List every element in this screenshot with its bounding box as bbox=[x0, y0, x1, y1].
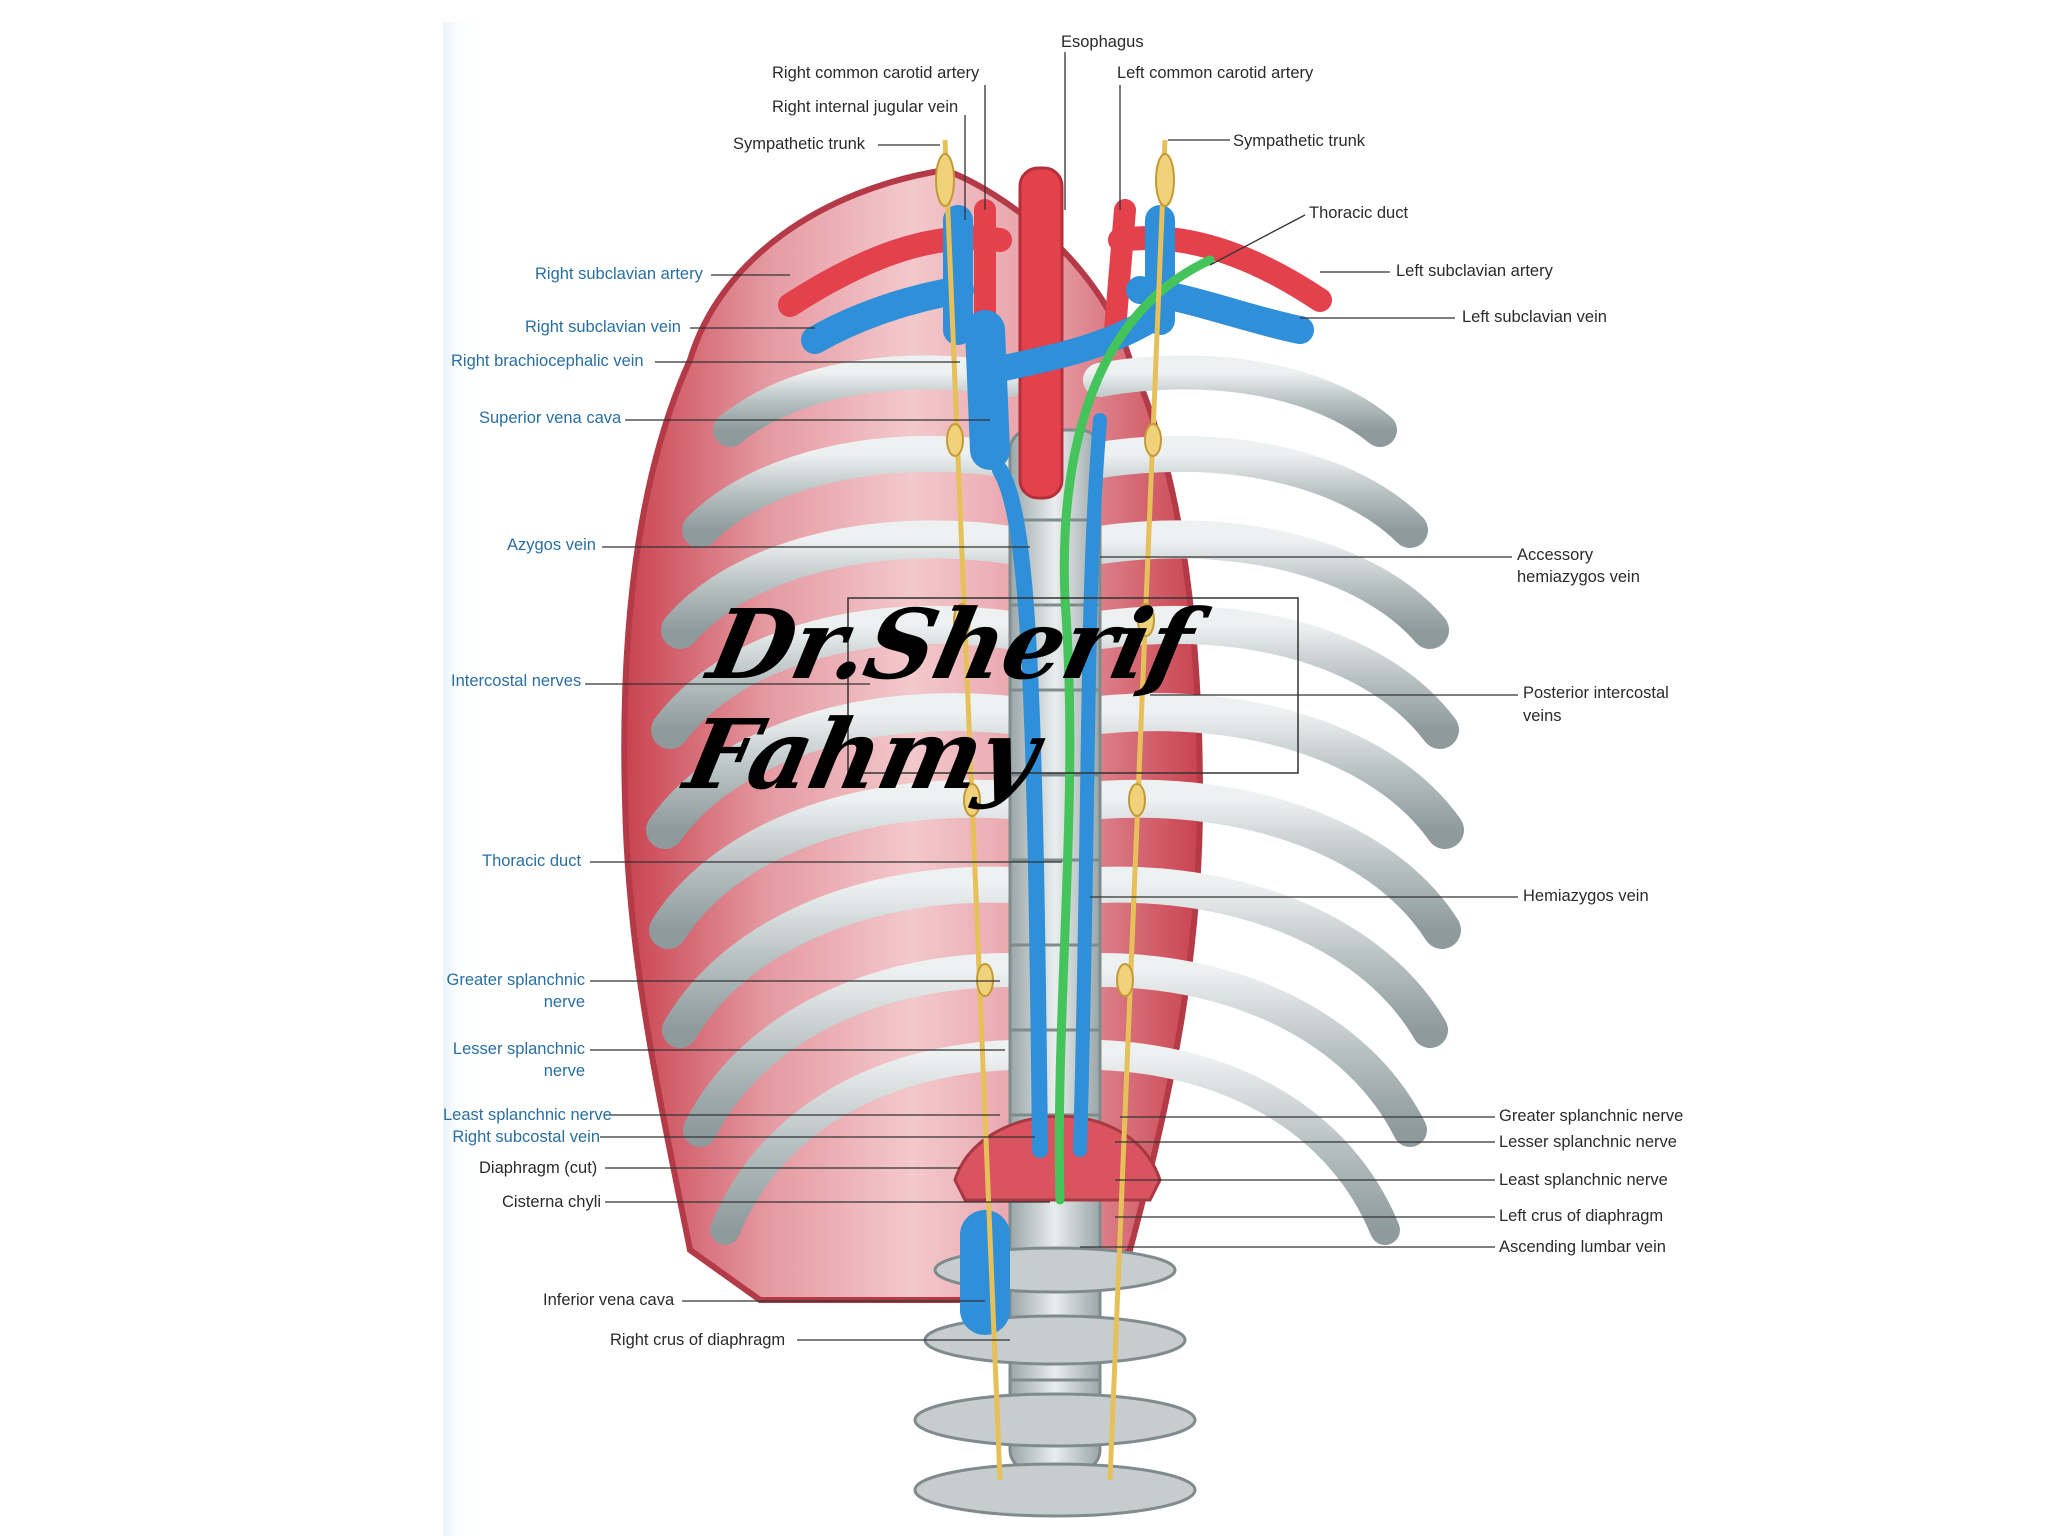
label-sympathetic-trunk-left: Sympathetic trunk bbox=[1233, 132, 1366, 150]
label-right-common-carotid-artery: Right common carotid artery bbox=[772, 64, 980, 82]
right-ribs bbox=[1081, 355, 1464, 1245]
label-left-common-carotid-artery: Left common carotid artery bbox=[1117, 64, 1314, 82]
label-right-subclavian-artery: Right subclavian artery bbox=[535, 265, 703, 283]
right-subclavian-artery-shape bbox=[778, 226, 1012, 317]
label-cisterna-chyli: Cisterna chyli bbox=[502, 1193, 602, 1211]
rib-left-5 bbox=[646, 693, 1029, 849]
label-left-subclavian-vein: Left subclavian vein bbox=[1462, 308, 1607, 326]
label-right-brachiocephalic-vein: Right brachiocephalic vein bbox=[451, 352, 644, 370]
label-lesser-splanchnic-left-2: nerve bbox=[543, 1062, 585, 1080]
label-right-crus-of-diaphragm: Right crus of diaphragm bbox=[610, 1331, 786, 1349]
rib-left-3 bbox=[661, 520, 1029, 649]
label-greater-splanchnic-right: Greater splanchnic nerve bbox=[1499, 1107, 1684, 1125]
label-accessory-hemiazygos-vein-1: Accessory bbox=[1517, 546, 1594, 564]
rib-right-4 bbox=[1081, 605, 1459, 749]
label-intercostal-nerves: Intercostal nerves bbox=[451, 672, 582, 690]
sympathetic-trunks bbox=[942, 139, 1168, 1481]
watermark-frame bbox=[847, 597, 1299, 774]
label-esophagus: Esophagus bbox=[1061, 33, 1144, 51]
rib-left-6 bbox=[649, 779, 1029, 949]
rib-left-4 bbox=[651, 605, 1029, 749]
left-ribs bbox=[646, 355, 1029, 1245]
sympathetic-trunk-right-shape bbox=[942, 139, 1003, 1481]
label-ascending-lumbar-vein: Ascending lumbar vein bbox=[1499, 1238, 1666, 1256]
label-diaphragm-cut: Diaphragm (cut) bbox=[479, 1159, 598, 1177]
label-hemiazygos-vein: Hemiazygos vein bbox=[1523, 887, 1649, 905]
label-right-subcostal-vein: Right subcostal vein bbox=[452, 1128, 600, 1146]
label-thoracic-duct-lower: Thoracic duct bbox=[482, 852, 582, 870]
azygos-vein-shape bbox=[992, 462, 1048, 1158]
label-left-crus-of-diaphragm: Left crus of diaphragm bbox=[1499, 1207, 1664, 1225]
label-greater-splanchnic-left-1: Greater splanchnic bbox=[446, 971, 586, 989]
rib-right-9 bbox=[1085, 1040, 1400, 1245]
label-sympathetic-trunk-right: Sympathetic trunk bbox=[733, 135, 866, 153]
label-least-splanchnic-right: Least splanchnic nerve bbox=[1499, 1171, 1668, 1189]
rib-right-3 bbox=[1081, 520, 1449, 649]
left-brachiocephalic-shape bbox=[982, 307, 1163, 383]
hemiazygos-vein-shape bbox=[1073, 413, 1107, 1157]
rib-right-5 bbox=[1081, 693, 1464, 849]
rib-left-8 bbox=[683, 953, 1027, 1147]
label-lesser-splanchnic-left-1: Lesser splanchnic bbox=[452, 1040, 585, 1058]
rib-left-9 bbox=[710, 1040, 1025, 1245]
esophagus-shape bbox=[1018, 166, 1064, 500]
rib-right-8 bbox=[1083, 953, 1427, 1147]
label-inferior-vena-cava: Inferior vena cava bbox=[543, 1291, 675, 1309]
label-azygos-vein: Azygos vein bbox=[507, 536, 596, 554]
label-thoracic-duct-upper: Thoracic duct bbox=[1309, 204, 1409, 222]
label-least-splanchnic-left: Least splanchnic nerve bbox=[443, 1106, 612, 1124]
common-carotid-left-shape bbox=[1104, 199, 1136, 341]
label-lesser-splanchnic-right: Lesser splanchnic nerve bbox=[1499, 1133, 1677, 1151]
thoracic-duct-shape bbox=[1054, 255, 1215, 1205]
rib-right-7 bbox=[1082, 866, 1448, 1048]
label-greater-splanchnic-left-2: nerve bbox=[543, 993, 585, 1011]
rib-right-1 bbox=[1083, 355, 1397, 447]
label-left-subclavian-artery: Left subclavian artery bbox=[1396, 262, 1553, 280]
label-superior-vena-cava: Superior vena cava bbox=[479, 409, 622, 427]
label-posterior-intercostal-veins-2: veins bbox=[1523, 707, 1562, 725]
rib-left-7 bbox=[662, 866, 1028, 1048]
watermark-signature: Dr.Sherif Fahmy bbox=[676, 588, 1202, 811]
label-accessory-hemiazygos-vein-2: hemiazygos vein bbox=[1517, 568, 1640, 586]
superior-vena-cava-shape bbox=[965, 310, 1010, 470]
right-subclavian-vein-shape bbox=[801, 276, 974, 354]
rib-right-6 bbox=[1081, 779, 1461, 949]
label-right-internal-jugular-vein: Right internal jugular vein bbox=[772, 98, 959, 116]
sympathetic-trunk-left-shape bbox=[1107, 139, 1168, 1481]
leader-lines bbox=[585, 52, 1518, 1341]
sympathetic-ganglia bbox=[935, 153, 1175, 997]
label-right-subclavian-vein: Right subclavian vein bbox=[525, 318, 681, 336]
label-posterior-intercostal-veins-1: Posterior intercostal bbox=[1523, 684, 1669, 702]
